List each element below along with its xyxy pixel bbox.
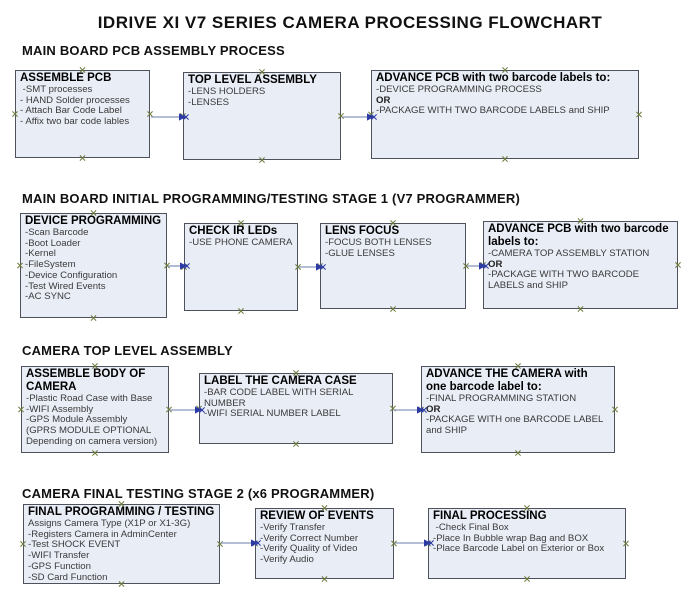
box-line: -Check Final Box bbox=[433, 521, 509, 533]
process-box: TOP LEVEL ASSEMBLY-LENS HOLDERS-LENSES bbox=[183, 72, 341, 160]
box-title: ASSEMBLE BODY OF CAMERA bbox=[26, 368, 149, 393]
process-box: LENS FOCUS-FOCUS BOTH LENSES-GLUE LENSES bbox=[320, 223, 466, 309]
page-title: IDRIVE XI V7 SERIES CAMERA PROCESSING FL… bbox=[97, 13, 603, 32]
flow-arrow bbox=[394, 406, 424, 414]
box-line: -PACKAGE WITH TWO BARCODE LABELS and SHI… bbox=[488, 269, 642, 292]
box-line: -FileSystem bbox=[25, 259, 76, 271]
section-header: CAMERA TOP LEVEL ASSEMBLY bbox=[22, 343, 233, 358]
section-header: MAIN BOARD PCB ASSEMBLY PROCESS bbox=[22, 43, 285, 58]
box-line: -Test SHOCK EVENT bbox=[28, 539, 121, 551]
box-line: -GLUE LENSES bbox=[325, 247, 395, 259]
box-title: FINAL PROGRAMMING / TESTING bbox=[28, 506, 215, 518]
box-title: ASSEMBLE PCB bbox=[20, 72, 112, 84]
box-line: -Test Wired Events bbox=[25, 280, 106, 292]
section-header: MAIN BOARD INITIAL PROGRAMMING/TESTING S… bbox=[22, 191, 520, 206]
box-line: -Registers Camera in AdminCenter bbox=[28, 528, 177, 540]
box-line: -FOCUS BOTH LENSES bbox=[325, 236, 432, 248]
process-box: ADVANCE PCB with two barcode labels to:-… bbox=[371, 70, 639, 159]
process-box: REVIEW OF EVENTS-Verify Transfer-Verify … bbox=[255, 508, 394, 579]
process-box: ASSEMBLE PCB -SMT processes- HAND Solder… bbox=[15, 70, 150, 158]
process-box: FINAL PROCESSING -Check Final Box-Place … bbox=[428, 508, 626, 579]
box-title: LENS FOCUS bbox=[325, 225, 400, 237]
box-line: -Device Configuration bbox=[25, 269, 118, 281]
box-line: -Verify Quality of Video bbox=[260, 543, 358, 555]
box-line: -Place In Bubble wrap Bag and BOX bbox=[433, 532, 589, 544]
box-line: -GPS Function bbox=[28, 560, 91, 572]
flow-arrow bbox=[342, 113, 374, 121]
box-line: -Verify Audio bbox=[260, 554, 314, 566]
box-title: ADVANCE PCB with two barcode labels to: bbox=[376, 72, 611, 84]
box-line: -Plastic Road Case with Base bbox=[26, 392, 153, 404]
section-header: CAMERA FINAL TESTING STAGE 2 (x6 PROGRAM… bbox=[22, 486, 375, 501]
box-line: OR bbox=[376, 94, 391, 106]
box-line: -DEVICE PROGRAMMING PROCESS bbox=[376, 83, 542, 95]
box-title: DEVICE PROGRAMMING bbox=[25, 215, 162, 227]
box-line: OR bbox=[426, 403, 441, 415]
box-title: ADVANCE PCB with two barcode labels to: bbox=[488, 223, 672, 248]
box-line: -WIFI SERIAL NUMBER LABEL bbox=[204, 408, 341, 420]
box-line: -USE PHONE CAMERA bbox=[189, 236, 293, 248]
flow-arrow bbox=[395, 539, 431, 547]
box-line: -Verify Transfer bbox=[260, 521, 326, 533]
process-box: CHECK IR LEDs-USE PHONE CAMERA bbox=[184, 223, 298, 311]
box-title: TOP LEVEL ASSEMBLY bbox=[188, 74, 317, 86]
box-title: ADVANCE THE CAMERA with one barcode labe… bbox=[426, 368, 591, 393]
box-line: -Place Barcode Label on Exterior or Box bbox=[433, 543, 605, 555]
box-line: -WIFI Assembly bbox=[26, 403, 94, 415]
flow-arrow bbox=[221, 539, 258, 547]
box-line: -SMT processes bbox=[20, 83, 93, 95]
box-line: -LENS HOLDERS bbox=[188, 85, 266, 97]
flow-arrow bbox=[170, 406, 202, 414]
box-line: -PACKAGE WITH TWO BARCODE LABELS and SHI… bbox=[376, 105, 610, 117]
box-line: -WIFI Transfer bbox=[28, 550, 90, 562]
box-line: Assigns Camera Type (X1P or X1-3G) bbox=[28, 517, 191, 529]
process-box: ADVANCE PCB with two barcode labels to:-… bbox=[483, 221, 678, 309]
process-box: ADVANCE THE CAMERA with one barcode labe… bbox=[421, 366, 615, 453]
process-box: DEVICE PROGRAMMING-Scan Barcode-Boot Loa… bbox=[20, 213, 167, 318]
box-line: -LENSES bbox=[188, 96, 230, 108]
process-box: ASSEMBLE BODY OF CAMERA-Plastic Road Cas… bbox=[21, 366, 169, 453]
box-line: -AC SYNC bbox=[25, 291, 71, 303]
box-line: -CAMERA TOP ASSEMBLY STATION bbox=[488, 247, 650, 259]
box-line: -FINAL PROGRAMMING STATION bbox=[426, 392, 577, 404]
box-line: -SD Card Function bbox=[28, 571, 108, 583]
box-line: -Scan Barcode bbox=[25, 226, 89, 238]
process-box: LABEL THE CAMERA CASE-BAR CODE LABEL WIT… bbox=[199, 373, 393, 444]
box-title: LABEL THE CAMERA CASE bbox=[204, 375, 357, 387]
box-line: - Attach Bar Code Label bbox=[20, 105, 122, 117]
box-line: -Boot Loader bbox=[25, 237, 81, 249]
box-line: -Verify Correct Number bbox=[260, 532, 359, 544]
box-line: - HAND Solder processes bbox=[20, 94, 130, 106]
box-line: -PACKAGE WITH one BARCODE LABEL and SHIP bbox=[426, 414, 606, 437]
box-title: REVIEW OF EVENTS bbox=[260, 510, 374, 522]
box-line: -GPS Module Assembly bbox=[26, 414, 128, 426]
box-line: OR bbox=[488, 258, 503, 270]
box-title: CHECK IR LEDs bbox=[189, 225, 278, 237]
box-line: - Affix two bar code lables bbox=[20, 116, 130, 128]
box-line: -BAR CODE LABEL WITH SERIAL NUMBER bbox=[204, 386, 356, 409]
box-title: FINAL PROCESSING bbox=[433, 510, 547, 522]
box-line: (GPRS MODULE OPTIONAL Depending on camer… bbox=[26, 425, 158, 447]
flow-arrow bbox=[151, 113, 186, 121]
box-line: -Kernel bbox=[25, 248, 56, 260]
